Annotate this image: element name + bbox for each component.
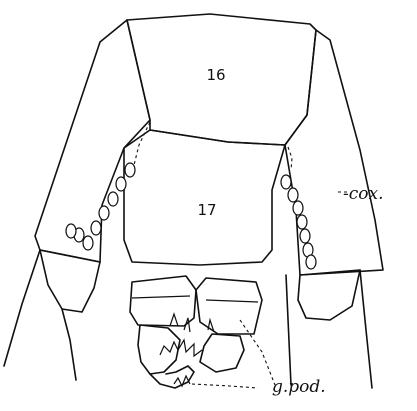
gonopod-teeth (174, 376, 190, 386)
pore (306, 255, 316, 269)
gonopod-spines (170, 314, 214, 332)
segment-17-label: 17 (197, 201, 216, 219)
pore (125, 163, 135, 177)
left-gonopod-telopodite (138, 325, 180, 374)
left-distal-plate (40, 250, 100, 312)
pore (91, 221, 101, 235)
coxa-label: -cox. (343, 184, 384, 204)
gonopod-label: g.pod. (272, 377, 326, 397)
pore (99, 206, 109, 220)
pore (281, 175, 291, 189)
pore (66, 224, 76, 238)
pore (83, 236, 93, 250)
left-gonopod-base (130, 276, 196, 326)
pore (288, 188, 298, 202)
pore (297, 215, 307, 229)
gonopod-serrated-tip (160, 340, 202, 356)
pore (108, 192, 118, 206)
gonopod-leader-line-upper (240, 320, 275, 385)
right-gonopod-telopodite (200, 334, 244, 372)
left-leg-segment (4, 250, 76, 380)
segment-16-label: 16 (206, 66, 225, 84)
right-distal-plate (298, 270, 360, 320)
left-gonopod-base-line (132, 296, 190, 298)
segment-17-plate (124, 130, 285, 265)
right-gonopod-base-line (206, 300, 258, 302)
pore (300, 229, 310, 243)
gonopod-hook (150, 366, 194, 388)
gonopod-leader-line-lower (192, 384, 258, 388)
pore (293, 201, 303, 215)
right-gonopod-base (196, 278, 262, 334)
pore (116, 177, 126, 191)
